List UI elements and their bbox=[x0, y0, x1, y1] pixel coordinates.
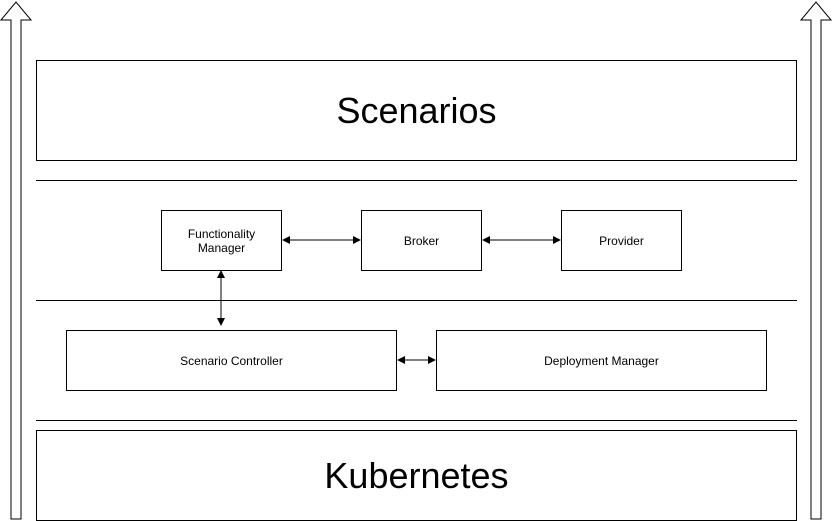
provider-label: Provider bbox=[599, 233, 644, 248]
broker-box: Broker bbox=[361, 210, 482, 271]
scenarios-layer: Scenarios bbox=[36, 60, 797, 161]
deployment-manager-label: Deployment Manager bbox=[544, 353, 659, 368]
deployment-manager-box: Deployment Manager bbox=[436, 330, 767, 391]
broker-label: Broker bbox=[403, 233, 440, 248]
layer-separator-bottom bbox=[36, 420, 797, 421]
kubernetes-label: Kubernetes bbox=[324, 454, 509, 496]
scenarios-label: Scenarios bbox=[336, 89, 497, 131]
functionality-manager-box: Functionality Manager bbox=[161, 210, 282, 271]
layer-separator-middle bbox=[36, 300, 797, 301]
kubernetes-layer: Kubernetes bbox=[36, 430, 797, 521]
provider-box: Provider bbox=[561, 210, 682, 271]
left-up-arrow bbox=[0, 1, 33, 520]
scenario-controller-box: Scenario Controller bbox=[66, 330, 397, 391]
layer-separator-top bbox=[36, 180, 797, 181]
right-up-arrow bbox=[799, 1, 832, 520]
functionality-manager-label: Functionality Manager bbox=[187, 226, 256, 255]
scenario-controller-label: Scenario Controller bbox=[180, 353, 283, 368]
